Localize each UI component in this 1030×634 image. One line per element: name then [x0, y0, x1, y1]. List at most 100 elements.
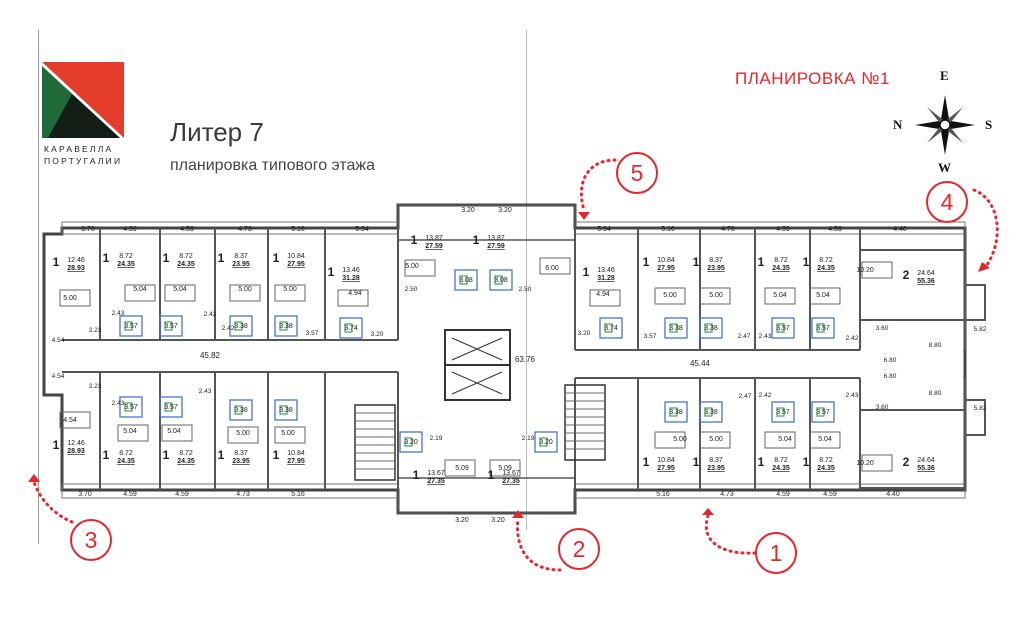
room-area: 5.04: [173, 286, 187, 293]
bathroom-fixture: [164, 402, 173, 412]
apartment-total-area: 27.95: [657, 265, 675, 272]
room-area: 5.00: [281, 430, 295, 437]
bathroom-area: 3.38: [279, 323, 293, 330]
apartment-living-area: 13.67: [502, 470, 520, 477]
compass-south: S: [985, 117, 993, 132]
apartment-living-area: 8.72: [774, 257, 788, 264]
apartment-total-area: 24.35: [817, 265, 835, 272]
apartment-living-area: 10.84: [657, 257, 675, 264]
apartment-living-area: 8.37: [709, 257, 723, 264]
top-dimension: 4.59: [123, 226, 137, 233]
bathroom-fixture: [159, 315, 183, 337]
top-dimension: 5.94: [355, 226, 369, 233]
arrow-3: [32, 480, 74, 524]
kitchen-zone: [274, 426, 306, 444]
apartment-living-area: 8.72: [119, 450, 133, 457]
apartment-living-area: 8.72: [179, 253, 193, 260]
kitchen-zone: [699, 287, 731, 305]
bottom-dimension: 4.73: [720, 491, 734, 498]
apartment-living-area: 8.37: [234, 253, 248, 260]
top-core-apartments: [397, 204, 576, 241]
apartment-rooms: 1: [413, 468, 420, 482]
compass-north: N: [893, 117, 903, 132]
room-area: 5.04: [818, 436, 832, 443]
apartment-rooms: 1: [53, 438, 60, 452]
room-area: 5.00: [709, 292, 723, 299]
two-room-apartment-bottom: [859, 409, 966, 489]
apartment-rooms: 1: [273, 448, 280, 462]
bathroom-area: 3.74: [604, 325, 618, 332]
dimension-label: 2.50: [405, 286, 418, 293]
apartment-living-area: 13.87: [425, 235, 443, 242]
kitchen-zone: [274, 284, 306, 302]
kitchen-zone: [861, 454, 893, 472]
top-dimension: 4.59: [828, 226, 842, 233]
apartment-rooms: 1: [273, 251, 280, 265]
bottom-dimension: 5.16: [656, 491, 670, 498]
kitchen-zone: [444, 459, 476, 477]
room-area: 4.54: [63, 417, 77, 424]
compass-east: E: [940, 68, 949, 83]
room-area: 5.04: [133, 286, 147, 293]
dimension-label: 2.47: [738, 333, 751, 340]
corridor-area: 45.44: [690, 359, 711, 368]
brand-name-line1: КАРАВЕЛЛА: [44, 144, 114, 154]
bathroom-fixture: [599, 317, 623, 339]
bottom-dimension: 4.59: [175, 491, 189, 498]
apartment-total-area: 27.59: [425, 243, 443, 250]
bathroom-fixture: [164, 321, 173, 331]
compass-rose-icon: [915, 95, 975, 155]
bathroom-area: 3.57: [124, 323, 138, 330]
room-area: 10.20: [856, 460, 874, 467]
dimension-label: 6.80: [884, 373, 897, 380]
room-area: 5.00: [283, 286, 297, 293]
bottom-dimension: 4.59: [823, 491, 837, 498]
bathroom-area: 3.57: [776, 409, 790, 416]
bathroom-area: 3.38: [234, 407, 248, 414]
apartment-living-area: 8.72: [774, 457, 788, 464]
apartment-total-area: 23.95: [707, 465, 725, 472]
room-area: 4.94: [348, 290, 362, 297]
bathroom-fixture: [229, 315, 253, 337]
kitchen-zone: [227, 426, 259, 444]
logo-red-triangle: [42, 62, 124, 138]
apartment-total-area: 24.35: [177, 458, 195, 465]
apartment-total-area: 23.95: [707, 265, 725, 272]
bathroom-area: 3.38: [704, 409, 718, 416]
top-dimension: 3.20: [461, 207, 475, 214]
kitchen-zone: [59, 289, 91, 307]
annotation-2: 2: [558, 528, 600, 570]
apartment-rooms: 1: [803, 455, 810, 469]
dimension-label: 5.82: [974, 405, 987, 412]
bottom-dimension: 4.73: [236, 491, 250, 498]
apartment-total-area: 55.36: [917, 278, 935, 285]
apartment-living-area: 8.72: [819, 457, 833, 464]
bathroom-fixture: [489, 269, 513, 291]
apartment-total-area: 55.36: [917, 465, 935, 472]
apartment-total-area: 24.35: [177, 261, 195, 268]
room-area: 4.94: [596, 291, 610, 298]
kitchen-zone: [861, 261, 893, 279]
apartment-total-area: 27.59: [487, 243, 505, 250]
apartment-total-area: 24.35: [117, 458, 135, 465]
kitchen-zone: [229, 284, 261, 302]
balcony: [964, 284, 986, 321]
bathroom-fixture: [664, 317, 688, 339]
bathroom-fixture: [124, 321, 133, 331]
top-dimension: 4.40: [893, 226, 907, 233]
corridor-area: 45.82: [200, 351, 221, 360]
bathroom-fixture: [159, 396, 183, 418]
room-area: 5.04: [816, 292, 830, 299]
dimension-label: 2.43: [112, 400, 125, 407]
apartment-rooms: 1: [218, 251, 225, 265]
bathroom-area: 3.38: [234, 323, 248, 330]
kitchen-zone: [764, 431, 796, 449]
apartment-living-area: 8.72: [119, 253, 133, 260]
apartment-rooms: 1: [103, 448, 110, 462]
apartment-rooms: 1: [803, 255, 810, 269]
bathroom-area: 3.20: [539, 439, 553, 446]
apartment-rooms: 1: [163, 251, 170, 265]
dimension-label: 4.54: [52, 337, 65, 344]
logo-dark-triangle: [48, 94, 120, 138]
